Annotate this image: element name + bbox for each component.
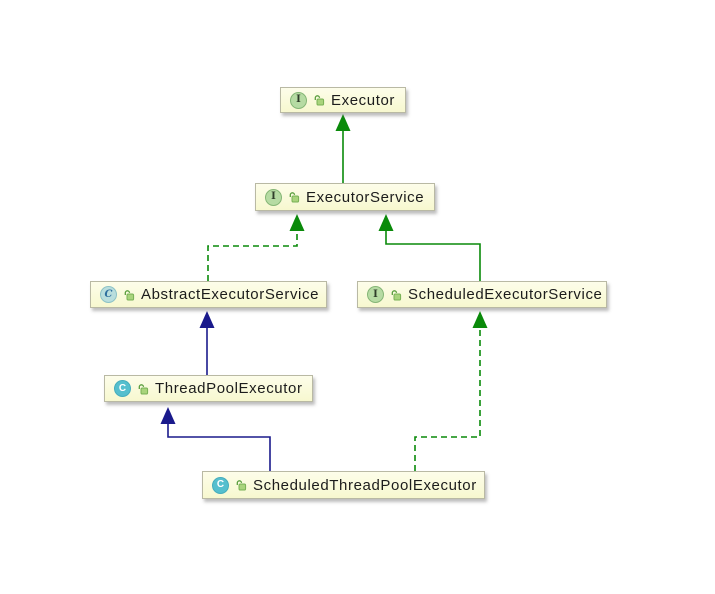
node-label: ThreadPoolExecutor bbox=[155, 380, 303, 397]
edge-executorservice-extends-executor bbox=[335, 114, 351, 183]
edge-abstractexecutorservice-implements-executorservice bbox=[207, 214, 305, 281]
node-label: ScheduledThreadPoolExecutor bbox=[253, 476, 477, 494]
node-label: ScheduledExecutorService bbox=[408, 286, 603, 303]
node-label: Executor bbox=[331, 91, 395, 109]
unlocked-padlock-icon bbox=[123, 289, 135, 301]
edge-scheduledexecutorservice-extends-executorservice bbox=[378, 214, 481, 281]
interface-icon: I bbox=[367, 286, 384, 303]
unlocked-padlock-icon bbox=[137, 383, 149, 395]
node-scheduled-thread-pool-executor[interactable]: C ScheduledThreadPoolExecutor bbox=[202, 471, 485, 499]
edge-threadpoolexecutor-extends-abstractexecutorservice bbox=[199, 311, 215, 375]
unlocked-padlock-icon bbox=[235, 479, 247, 491]
node-abstract-executor-service[interactable]: C AbstractExecutorService bbox=[90, 281, 327, 308]
class-icon: C bbox=[212, 476, 229, 494]
edge-scheduledthreadpoolexecutor-extends-threadpoolexecutor bbox=[160, 407, 271, 471]
unlocked-padlock-icon bbox=[313, 94, 325, 106]
node-executor[interactable]: I Executor bbox=[280, 87, 406, 113]
node-thread-pool-executor[interactable]: C ThreadPoolExecutor bbox=[104, 375, 313, 402]
node-label: ExecutorService bbox=[306, 188, 425, 206]
node-executor-service[interactable]: I ExecutorService bbox=[255, 183, 435, 211]
edge-scheduledthreadpoolexecutor-implements-scheduledexecutorservice bbox=[414, 311, 488, 471]
interface-icon: I bbox=[265, 188, 282, 206]
class-icon: C bbox=[114, 380, 131, 397]
unlocked-padlock-icon bbox=[288, 191, 300, 203]
abstract-class-icon: C bbox=[100, 286, 117, 303]
node-scheduled-executor-service[interactable]: I ScheduledExecutorService bbox=[357, 281, 607, 308]
unlocked-padlock-icon bbox=[390, 289, 402, 301]
interface-icon: I bbox=[290, 91, 307, 109]
node-label: AbstractExecutorService bbox=[141, 286, 320, 303]
